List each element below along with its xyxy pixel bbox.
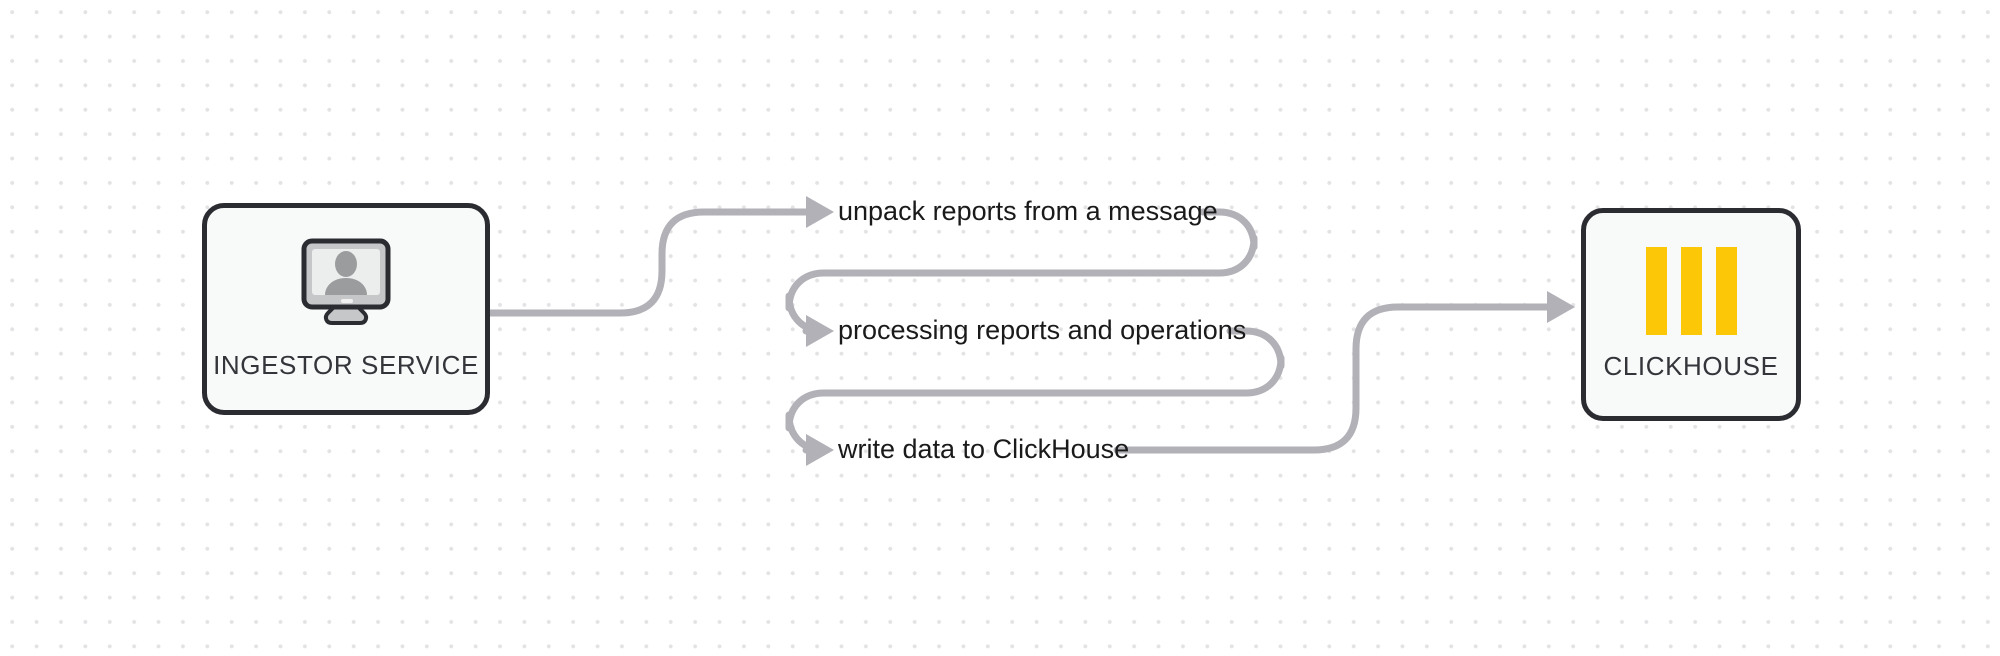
node-ingestor-service-label: INGESTOR SERVICE <box>213 350 479 380</box>
edge-step3-to-clickhouse <box>1113 303 1551 454</box>
node-clickhouse[interactable]: CLICKHOUSE <box>1581 208 1801 421</box>
edge-step1-to-step2 <box>785 208 1258 335</box>
node-ingestor-service[interactable]: INGESTOR SERVICE <box>202 203 490 415</box>
clickhouse-bar-1 <box>1645 247 1667 335</box>
arrowhead-clickhouse <box>1547 291 1575 323</box>
clickhouse-bar-2 <box>1680 247 1702 335</box>
arrowhead-step1 <box>806 196 834 228</box>
node-clickhouse-label: CLICKHOUSE <box>1603 351 1779 381</box>
arrowhead-step2 <box>806 315 834 347</box>
edge-ingestor-to-step1 <box>486 208 810 317</box>
edge-step2-to-step3 <box>785 327 1285 454</box>
monitor-user-icon <box>292 237 400 336</box>
edge-label-step-2: processing reports and operations <box>838 315 1246 345</box>
clickhouse-logo-icon <box>1645 247 1737 335</box>
clickhouse-bar-3 <box>1715 247 1737 335</box>
arrowhead-step3 <box>806 434 834 466</box>
edge-label-step-3: write data to ClickHouse <box>837 434 1129 464</box>
edge-label-step-1: unpack reports from a message <box>838 196 1218 226</box>
